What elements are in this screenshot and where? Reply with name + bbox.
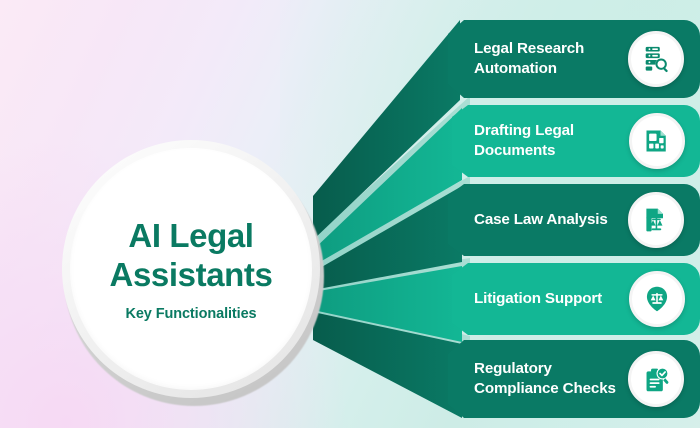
hub-title-line-2: Assistants [109,256,273,293]
functionality-label-3: Case Law Analysis [474,211,608,228]
functionality-item-4[interactable]: Litigation Support [452,263,700,335]
hub-circle[interactable]: AI Legal Assistants Key Functionalities [70,148,312,390]
ribbon-4 [313,266,462,342]
hub-title: AI Legal Assistants [110,216,273,294]
functionality-item-3[interactable]: Case Law Analysis [448,184,700,256]
ribbon-separator-1 [313,96,470,250]
functionality-item-2[interactable]: Drafting Legal Documents [452,105,700,177]
functionality-item-1[interactable]: Legal Research Automation [448,20,700,98]
ribbon-2 [313,108,462,266]
functionality-label-2: Drafting Legal Documents [474,122,575,159]
ribbon-1 [313,20,460,240]
ribbon-3 [313,186,462,290]
document-blocks-icon [629,113,685,169]
shield-scales-icon [629,271,685,327]
ribbon-5 [313,312,462,418]
clipboard-check-icon [628,351,684,407]
database-search-icon [628,31,684,87]
hub-title-line-1: AI Legal [128,217,254,254]
functionality-label-1: Legal Research Automation [474,40,585,77]
functionality-label-5: Regulatory Compliance Checks [474,360,616,397]
document-scales-icon [628,192,684,248]
hub-subtitle: Key Functionalities [125,306,257,322]
functionality-label-4: Litigation Support [474,290,603,307]
functionality-item-5[interactable]: Regulatory Compliance Checks [448,340,700,418]
